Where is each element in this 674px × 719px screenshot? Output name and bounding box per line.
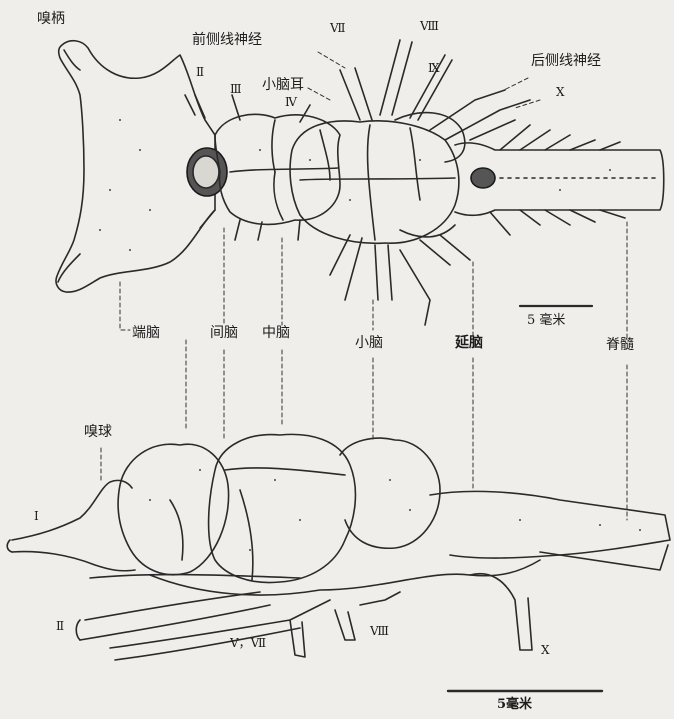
nerve-VIII-top: Ⅷ (420, 20, 439, 32)
label-telencephalon: 端脑 (132, 326, 160, 340)
nerve-II-top: Ⅱ (196, 66, 204, 78)
nerve-III-top: Ⅲ (230, 83, 242, 95)
label-diencephalon: 间脑 (210, 326, 238, 340)
mesencephalon-lateral (209, 434, 356, 582)
nerve-II-side: Ⅱ (56, 620, 64, 632)
label-medulla: 延脑 (455, 336, 483, 350)
nerve-IX-top: Ⅸ (428, 62, 440, 74)
label-olfactory-bulb: 嗅球 (84, 425, 112, 439)
nerve-V-VII-side: Ⅴ，Ⅶ (230, 637, 266, 649)
label-spinal-cord: 脊髓 (606, 338, 634, 352)
label-mesencephalon: 中脑 (262, 326, 290, 340)
label-auricle: 小脑耳 (262, 78, 304, 92)
nerve-I-side: Ⅰ (34, 510, 39, 522)
label-posterior-lateral-line-nerve: 后侧线神经 (531, 54, 601, 68)
scale-label-bottom: 5毫米 (497, 698, 532, 711)
nerve-VIII-side: Ⅷ (370, 625, 389, 637)
label-cerebellum: 小脑 (355, 336, 383, 350)
nerve-X-side: Ⅹ (541, 644, 550, 656)
nerve-VII-top: Ⅶ (330, 22, 346, 34)
label-olfactory-stalk: 嗅柄 (37, 12, 65, 26)
lateral-view (7, 434, 670, 660)
telencephalon-lateral (118, 444, 229, 574)
spinal-cord-lateral (430, 491, 670, 558)
dorsal-view (56, 40, 664, 325)
nerve-X-top: Ⅹ (556, 86, 565, 98)
cerebellum-dorsal (290, 121, 459, 243)
nerve-IV-top: Ⅳ (285, 96, 297, 108)
scale-label-top: 5 毫米 (527, 314, 565, 327)
label-anterior-lateral-line-nerve: 前侧线神经 (192, 33, 262, 47)
